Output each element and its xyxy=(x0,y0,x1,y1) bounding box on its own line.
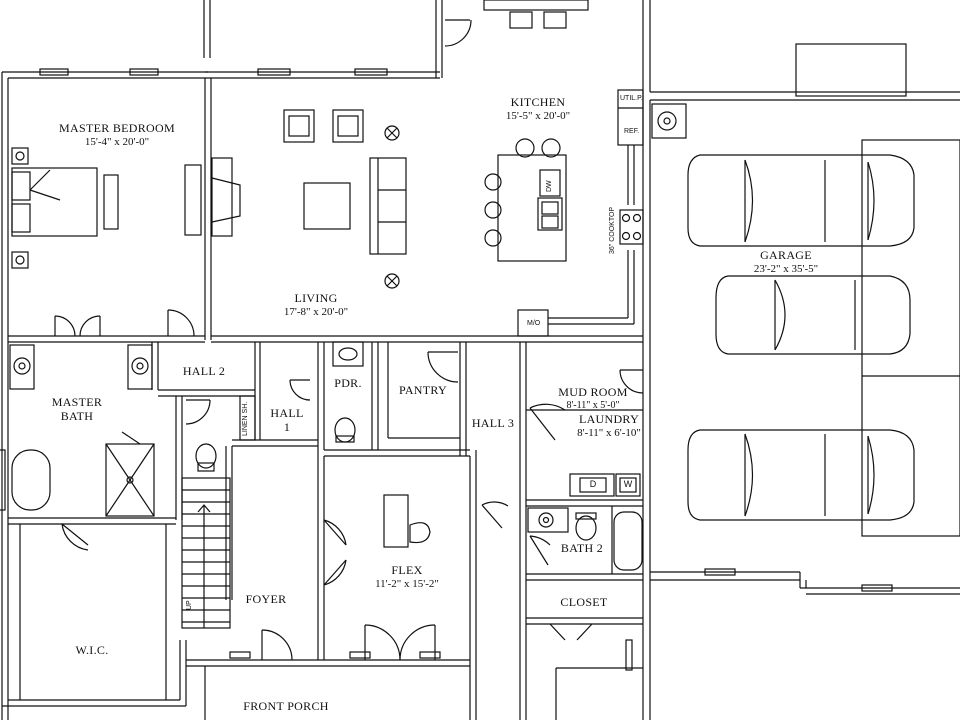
room-label-master-bedroom: MASTER BEDROOM 15'-4" x 20'-0" xyxy=(40,121,194,148)
room-label-kitchen: KITCHEN 15'-5" x 20'-0" xyxy=(486,95,590,122)
car-3 xyxy=(687,429,915,521)
room-label-foyer: FOYER xyxy=(236,592,296,607)
room-label-living: LIVING 17'-8" x 20'-0" xyxy=(255,291,377,318)
room-label-closet: CLOSET xyxy=(548,595,620,610)
annotation-washer: W xyxy=(623,479,633,489)
room-label-hall-1: HALL 1 xyxy=(262,406,312,435)
car-1 xyxy=(687,154,915,247)
annotation-linen-sh: LINEN SH. xyxy=(242,401,249,436)
room-label-bath-2: BATH 2 xyxy=(550,541,614,556)
car-2 xyxy=(715,275,911,355)
annotation-cooktop: 36" COOKTOP xyxy=(609,206,616,254)
room-name: HALL 3 xyxy=(471,416,515,430)
room-label-hall-2: HALL 2 xyxy=(174,364,234,379)
living-furniture xyxy=(211,109,407,289)
room-name: GARAGE xyxy=(760,248,812,262)
room-dimensions: 17'-8" x 20'-0" xyxy=(283,305,349,318)
room-name: HALL xyxy=(270,406,304,420)
room-name: FOYER xyxy=(245,592,287,606)
room-dimensions: 23'-2" x 35'-5" xyxy=(753,262,819,275)
room-name-2: 1 xyxy=(283,419,291,434)
room-name: KITCHEN xyxy=(510,95,566,109)
annotation-ref: REF. xyxy=(624,128,640,135)
kitchen-fixtures xyxy=(484,89,644,337)
annotation-dryer: D xyxy=(589,479,597,489)
room-name: W.I.C. xyxy=(75,643,109,657)
room-label-master-bath: MASTER BATH xyxy=(44,395,110,424)
room-name: BATH 2 xyxy=(560,541,604,555)
master-bed xyxy=(11,147,202,269)
room-label-front-porch: FRONT PORCH xyxy=(226,699,346,714)
room-name: MUD ROOM xyxy=(558,385,628,399)
room-label-mud-room: MUD ROOM 8'-11" x 5'-0" xyxy=(552,385,634,411)
annotation-up: UP xyxy=(186,600,193,610)
room-label-wic: W.I.C. xyxy=(62,643,122,658)
room-name: FRONT PORCH xyxy=(243,699,329,713)
room-name: PDR. xyxy=(334,376,362,390)
room-label-pdr: PDR. xyxy=(326,376,370,391)
room-name: MASTER BEDROOM xyxy=(59,121,175,135)
garage-fixtures xyxy=(651,43,960,537)
room-name: LAUNDRY xyxy=(578,412,640,426)
room-dimensions: 8'-11" x 6'-10" xyxy=(577,426,641,439)
annotation-dw: DW xyxy=(546,180,553,192)
doors xyxy=(54,19,644,661)
room-label-pantry: PANTRY xyxy=(390,383,456,398)
room-label-laundry: LAUNDRY 8'-11" x 6'-10" xyxy=(566,412,652,439)
room-name-2: BATH xyxy=(60,408,94,423)
room-label-hall-3: HALL 3 xyxy=(466,416,520,431)
room-name: MASTER xyxy=(51,395,103,409)
annotation-mo: M/O xyxy=(527,320,541,327)
windows xyxy=(0,68,893,671)
room-name: PANTRY xyxy=(398,383,448,397)
misc-fixtures xyxy=(181,0,643,629)
room-dimensions: 11'-2" x 15'-2" xyxy=(375,577,439,590)
annotation-util-p: UTIL.P. xyxy=(620,95,643,102)
room-dimensions: 8'-11" x 5'-0" xyxy=(566,399,620,411)
room-dimensions: 15'-4" x 20'-0" xyxy=(84,135,150,148)
room-name: HALL 2 xyxy=(182,364,226,378)
room-dimensions: 15'-5" x 20'-0" xyxy=(505,109,571,122)
master-bath-fixtures xyxy=(9,344,217,517)
room-name: CLOSET xyxy=(560,595,608,609)
room-name: LIVING xyxy=(294,291,338,305)
room-label-garage: GARAGE 23'-2" x 35'-5" xyxy=(742,248,830,275)
room-label-flex: FLEX 11'-2" x 15'-2" xyxy=(358,563,456,590)
room-name: FLEX xyxy=(391,563,423,577)
